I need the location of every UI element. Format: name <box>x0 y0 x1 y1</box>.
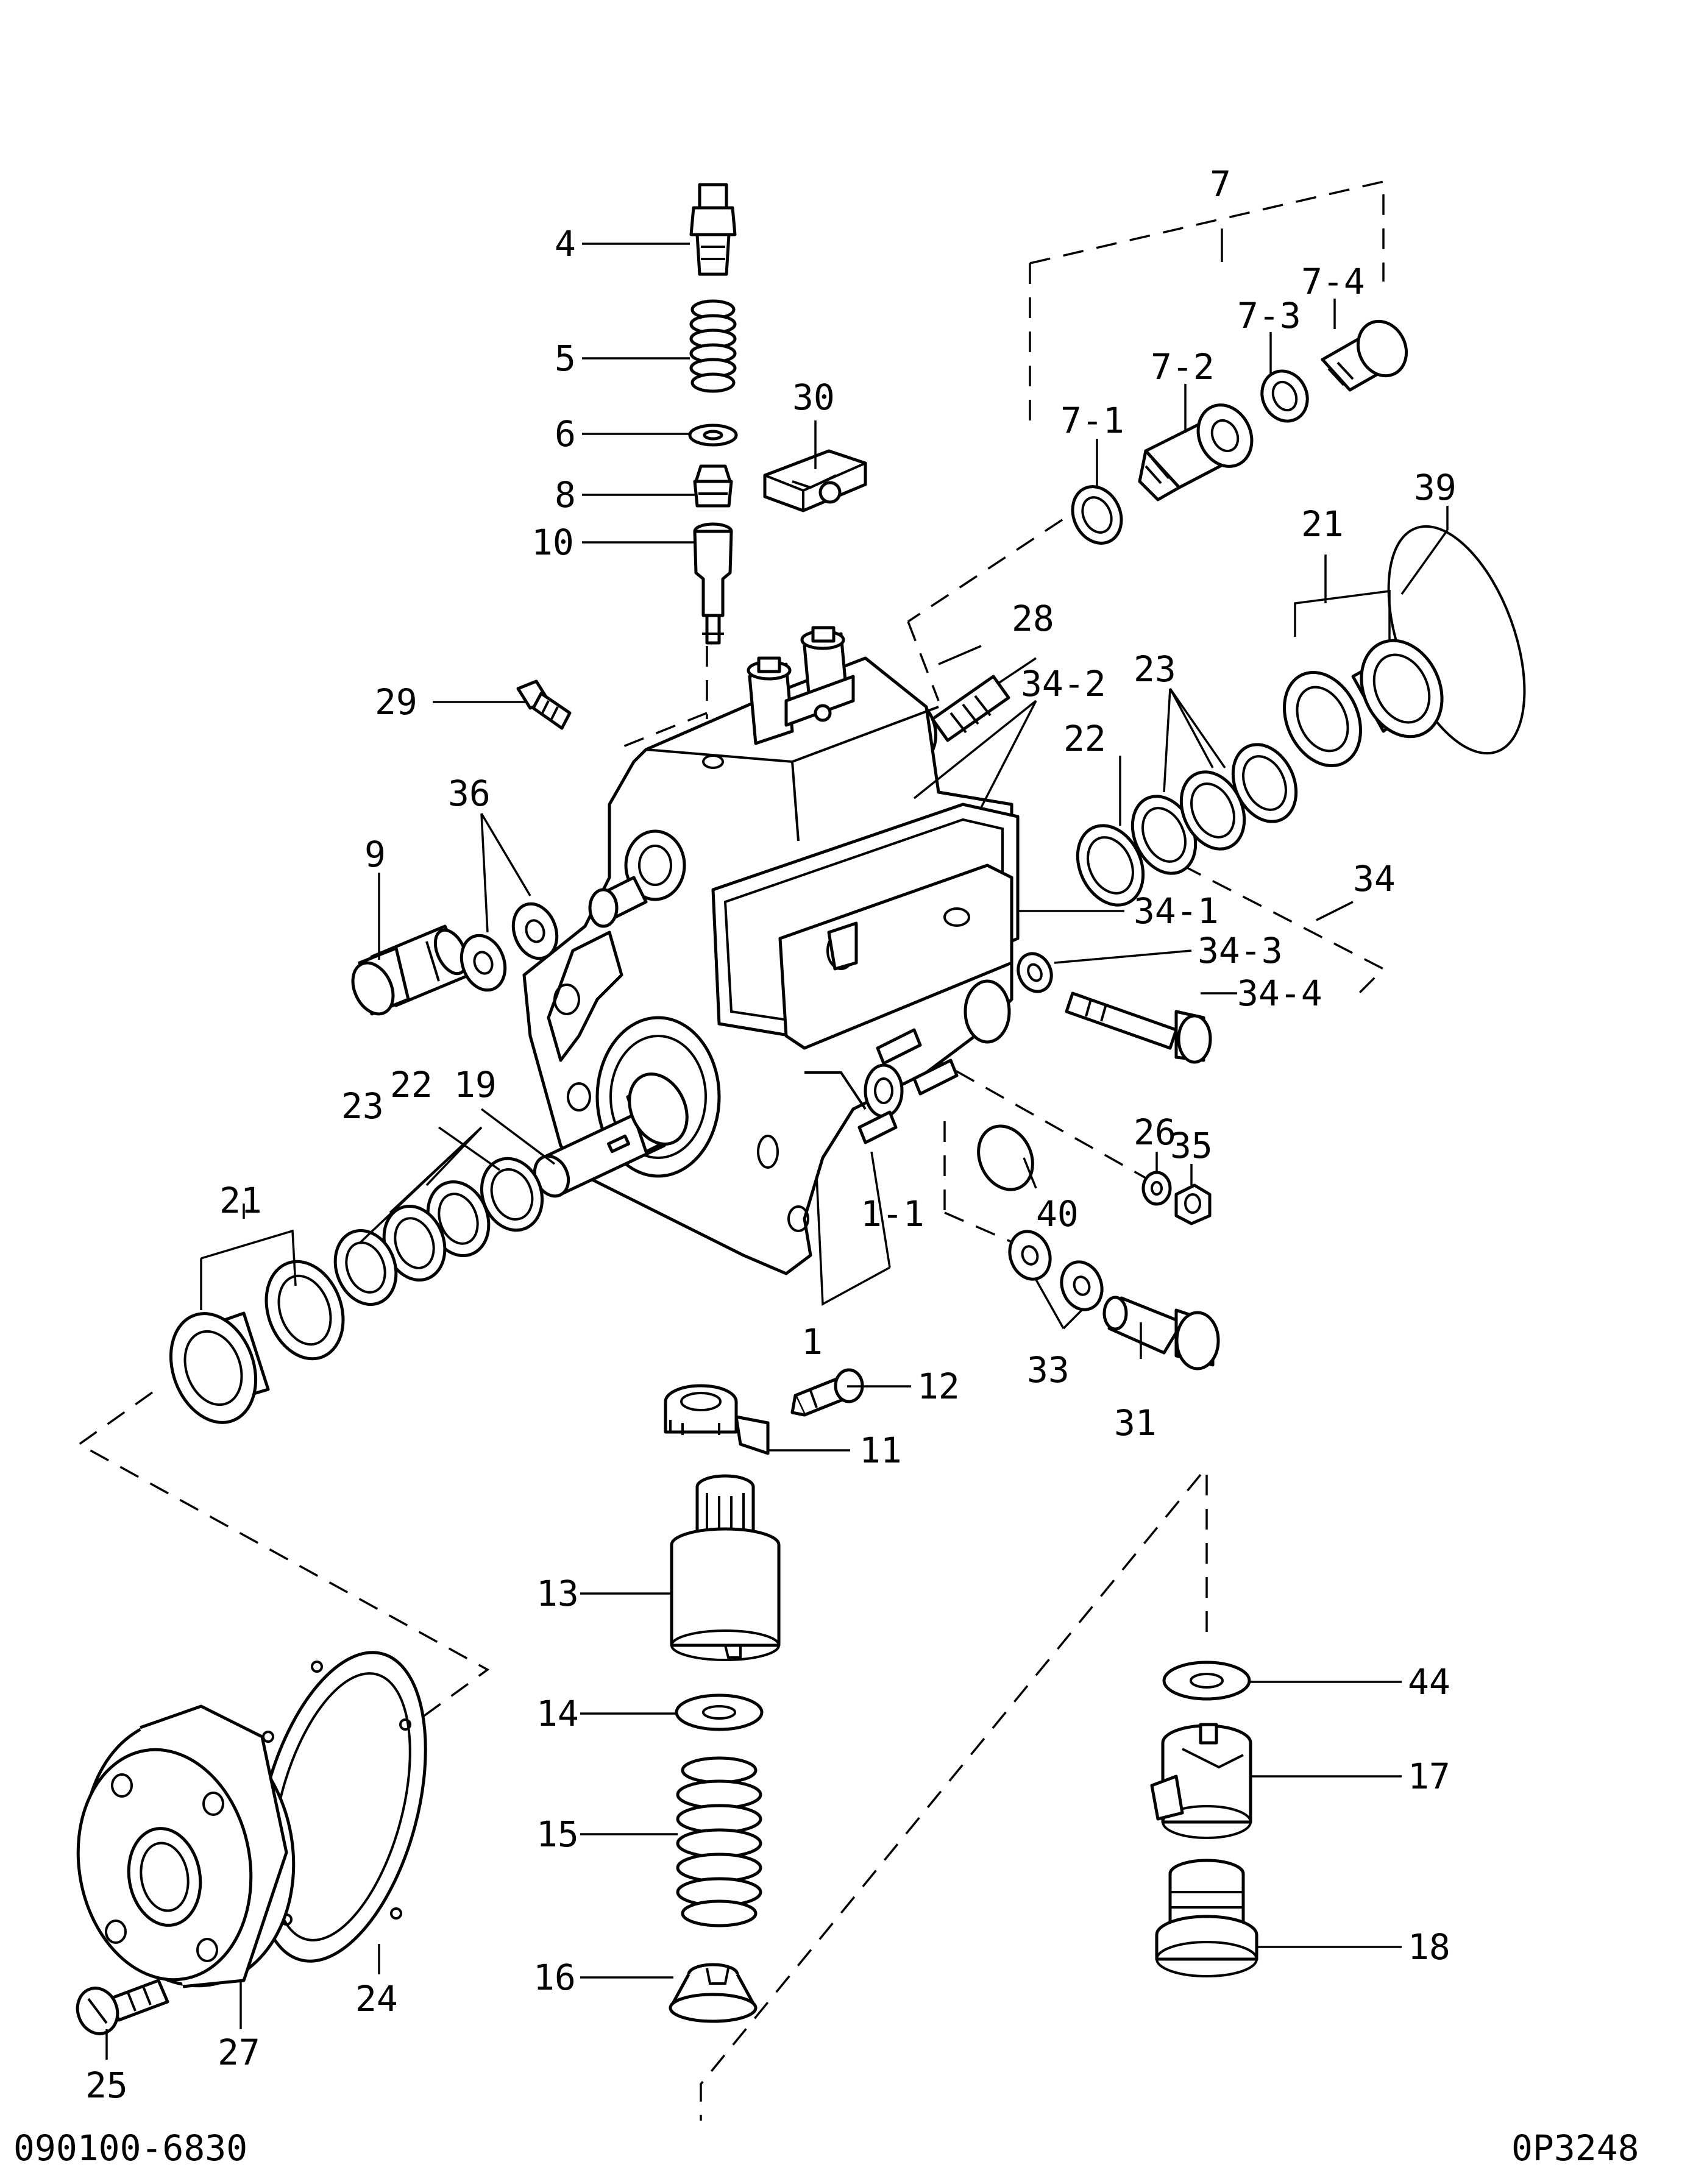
callout-27: 27 <box>218 2032 260 2073</box>
callout-34-1: 34-1 <box>1134 890 1219 932</box>
callout-8: 8 <box>555 474 576 516</box>
callout-31: 31 <box>1114 1402 1157 1444</box>
callout-4: 4 <box>555 223 576 264</box>
callout-labels: 4 5 6 8 10 30 7 7-1 7-2 7-3 7-4 39 21 28… <box>85 163 1457 2106</box>
callout-7-4: 7-4 <box>1301 261 1365 302</box>
callout-23-right: 23 <box>1134 648 1176 690</box>
callout-18: 18 <box>1408 1926 1450 1968</box>
washers-36 <box>460 902 559 992</box>
callout-14: 14 <box>536 1693 579 1734</box>
leader-lines <box>105 229 1449 2060</box>
washer-26 <box>1141 1171 1172 1206</box>
callout-40: 40 <box>1036 1193 1079 1235</box>
callout-9: 9 <box>364 834 386 875</box>
callout-13: 13 <box>536 1573 579 1614</box>
flange-27 <box>76 1704 296 1988</box>
callout-34-3: 34-3 <box>1198 930 1283 971</box>
callout-7: 7 <box>1210 163 1231 205</box>
callout-24: 24 <box>355 1978 398 2019</box>
sleeve-13 <box>670 1474 781 1661</box>
callout-22-left: 22 <box>390 1064 433 1105</box>
callout-7-3: 7-3 <box>1237 295 1301 336</box>
spring-15 <box>676 1756 762 1927</box>
callout-30: 30 <box>792 377 835 418</box>
callout-44: 44 <box>1408 1661 1450 1703</box>
callout-6: 6 <box>555 413 576 455</box>
plug-18 <box>1155 1859 1258 1977</box>
callout-21-right: 21 <box>1301 503 1344 545</box>
drawing-number: 090100-6830 <box>13 2127 247 2169</box>
callout-10: 10 <box>531 522 574 563</box>
bolt-34-4 <box>1065 991 1212 1064</box>
banjo-bolt-31 <box>1102 1296 1220 1370</box>
shims-23-right <box>1130 743 1298 875</box>
callout-39: 39 <box>1414 467 1457 508</box>
pump-housing-1 <box>522 626 1020 1275</box>
washers-33 <box>1008 1230 1104 1311</box>
bolt-9 <box>351 924 471 1016</box>
clamp-11 <box>664 1384 770 1455</box>
banjo-bolt-7-2 <box>1138 403 1254 502</box>
callout-7-2: 7-2 <box>1151 346 1215 388</box>
callout-28: 28 <box>1012 598 1054 639</box>
callout-29: 29 <box>375 681 417 723</box>
delivery-valve-holder-4 <box>689 183 737 276</box>
shims-23-left <box>333 1180 491 1306</box>
callout-5: 5 <box>555 338 576 379</box>
callout-7-1: 7-1 <box>1060 400 1124 441</box>
coupler-30 <box>763 449 867 512</box>
callout-35: 35 <box>1170 1125 1213 1166</box>
valve-body-17 <box>1150 1723 1252 1839</box>
washer-7-3 <box>1260 369 1309 423</box>
callout-19: 19 <box>454 1064 497 1105</box>
callout-34-2: 34-2 <box>1021 663 1106 704</box>
fitting-in-housing <box>588 876 648 928</box>
callout-33: 33 <box>1027 1349 1070 1391</box>
callout-25: 25 <box>85 2065 128 2106</box>
screw-25 <box>76 1979 169 2035</box>
seat-16 <box>669 1963 758 2023</box>
callout-26: 26 <box>1134 1112 1176 1153</box>
shim-22-left <box>480 1157 544 1232</box>
callout-17: 17 <box>1408 1756 1450 1797</box>
screw-12 <box>790 1368 864 1417</box>
callout-23-left: 23 <box>341 1085 384 1127</box>
bolt-7-4 <box>1321 319 1408 392</box>
washer-7-1 <box>1071 485 1123 545</box>
callout-1-1: 1-1 <box>861 1193 925 1235</box>
callout-34: 34 <box>1353 858 1396 899</box>
callout-21-left: 21 <box>219 1180 262 1221</box>
gasket-24 <box>255 1651 427 1963</box>
callout-11: 11 <box>859 1430 902 1471</box>
callout-34-4: 34-4 <box>1237 973 1322 1014</box>
callout-16: 16 <box>533 1957 576 1998</box>
o-ring-40 <box>977 1124 1034 1191</box>
washer-34-3 <box>1017 952 1053 993</box>
spring-5 <box>689 299 737 393</box>
nut-35 <box>1174 1183 1212 1225</box>
bearing-21-right <box>1283 639 1444 768</box>
bearing-21-left <box>169 1260 345 1424</box>
plunger-10 <box>693 522 733 645</box>
callout-36: 36 <box>448 773 491 814</box>
callout-12: 12 <box>917 1366 960 1407</box>
callout-15: 15 <box>536 1814 579 1855</box>
valve-8 <box>693 464 733 508</box>
figure-code: 0P3248 <box>1511 2127 1639 2169</box>
washer-6 <box>688 424 738 447</box>
washer-44 <box>1162 1661 1251 1701</box>
screw-29 <box>516 679 572 730</box>
shim-22-right <box>1076 824 1145 907</box>
callout-22-right: 22 <box>1063 718 1106 759</box>
callout-1: 1 <box>801 1321 823 1363</box>
washer-14 <box>675 1693 764 1731</box>
